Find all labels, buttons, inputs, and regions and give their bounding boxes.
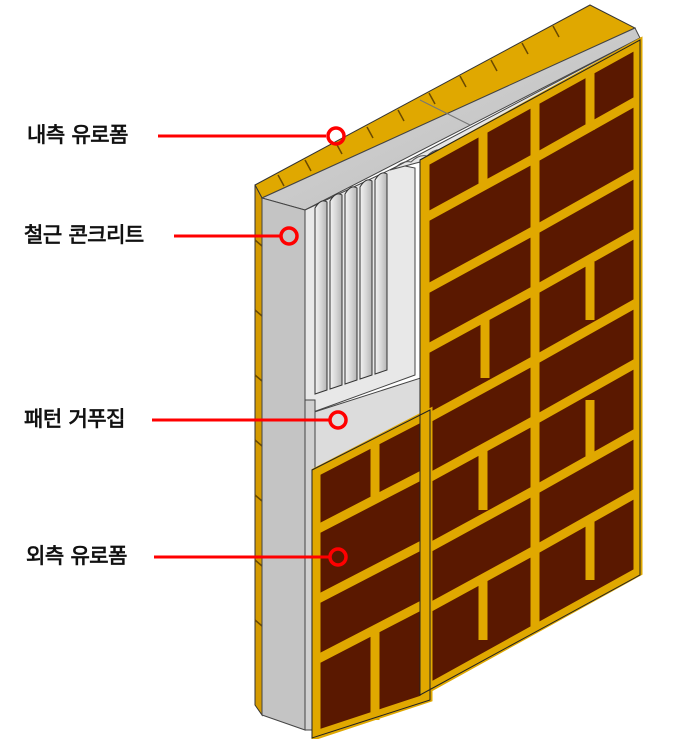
callout-marker-outer-euroform [328,547,348,567]
inner-euroform [254,4,637,717]
callout-lines [152,126,348,567]
callout-marker-pattern-form [328,410,348,430]
callout-marker-inner-euroform [326,126,346,146]
label-inner-euroform: 내측 유로폼 [27,123,128,147]
label-pattern-form: 패턴 거푸집 [24,407,125,431]
outer-euroform [311,36,643,739]
callout-marker-reinforced-concrete [279,226,299,246]
label-reinforced-concrete: 철근 콘크리트 [24,223,144,247]
pattern-form [304,37,641,731]
reinforced-concrete [260,27,641,731]
label-outer-euroform: 외측 유로폼 [26,544,127,568]
